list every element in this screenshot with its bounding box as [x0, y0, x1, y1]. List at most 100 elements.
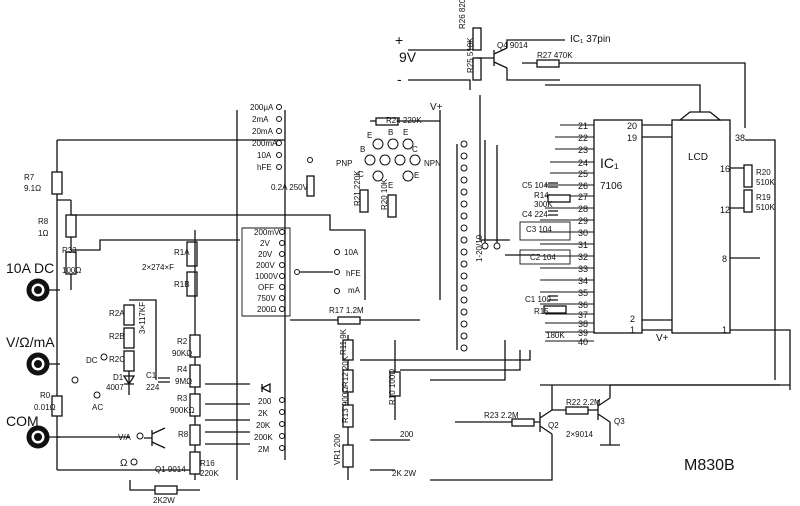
- range-200ohm[interactable]: 200Ω: [257, 305, 276, 314]
- note-200: 200: [400, 430, 414, 439]
- ic1-name: IC₁: [600, 155, 619, 171]
- com-node: [71, 376, 79, 384]
- terminal-com[interactable]: [26, 425, 50, 449]
- r25-label: R25 510K: [466, 37, 475, 73]
- potentiometer-vr1[interactable]: [342, 444, 354, 468]
- range-bot-group[interactable]: 200 2K 20K 200K 2M: [254, 397, 273, 454]
- range-200mv[interactable]: 200mV: [254, 228, 280, 237]
- range-off[interactable]: OFF: [258, 283, 274, 292]
- dc-node[interactable]: [100, 353, 108, 361]
- svg-text:20: 20: [627, 121, 637, 131]
- r2c-label: R2C: [109, 355, 125, 364]
- terminal-10a[interactable]: [26, 278, 50, 302]
- lcd-display: [671, 119, 731, 334]
- mode-ma-node[interactable]: [334, 288, 340, 294]
- svg-text:31: 31: [578, 240, 588, 250]
- battery-minus: -: [397, 71, 402, 87]
- mode-10a-node[interactable]: [334, 249, 340, 255]
- transistor-q4: [477, 47, 508, 69]
- r21-label: R21 220K: [353, 170, 362, 206]
- range-ohm-2m[interactable]: 2M: [258, 445, 269, 454]
- r8-value: 1Ω: [38, 229, 48, 238]
- r15-value: 180K: [546, 331, 565, 340]
- range-mid-group[interactable]: 200mV 2V 20V 200V 1000V OFF 750V 200Ω: [254, 228, 280, 314]
- resistor-r1a: [186, 241, 198, 267]
- svg-text:37: 37: [578, 310, 588, 320]
- r7-label: R7: [24, 173, 35, 182]
- r8t-label: R8: [178, 430, 189, 439]
- battery-plus: +: [395, 32, 403, 48]
- hfe-e-top: E: [403, 128, 408, 137]
- range-ohm-20k[interactable]: 20K: [256, 421, 271, 430]
- c1-label: C1: [146, 371, 157, 380]
- svg-text:38: 38: [578, 319, 588, 329]
- svg-text:24: 24: [578, 158, 588, 168]
- transistor-q2: [539, 385, 553, 435]
- range-1000v[interactable]: 1000V: [255, 272, 279, 281]
- r19-label: R19: [756, 193, 771, 202]
- range-ohm-200k[interactable]: 200K: [254, 433, 273, 442]
- range-20ma[interactable]: 20mA: [252, 127, 274, 136]
- capacitor-c5: [548, 182, 558, 188]
- hfe-npn-label: NPN: [424, 159, 441, 168]
- ic1-7106: [593, 119, 643, 334]
- svg-text:40: 40: [578, 337, 588, 347]
- va-node[interactable]: [136, 432, 144, 440]
- range-ohm-2k[interactable]: 2K: [258, 409, 268, 418]
- range-ohm-200[interactable]: 200: [258, 397, 272, 406]
- resistor-r23: [511, 418, 535, 427]
- range-20v[interactable]: 20V: [258, 250, 273, 259]
- mode-hfe-node[interactable]: [334, 269, 340, 275]
- svg-text:23: 23: [578, 145, 588, 155]
- hfe-e-bottom: E: [388, 181, 393, 190]
- c2-label: C2 104: [530, 253, 556, 262]
- battery-voltage: 9V: [399, 49, 417, 65]
- range-200v[interactable]: 200V: [256, 261, 275, 270]
- range-2v[interactable]: 2V: [260, 239, 270, 248]
- r4-value: 9MΩ: [175, 377, 192, 386]
- r2k2w-label: 2K2W: [153, 496, 175, 505]
- range-top-group[interactable]: 200μA 2mA 20mA 200mA 10A hFE: [250, 103, 278, 172]
- model-label: M830B: [684, 457, 735, 474]
- range-200ma[interactable]: 200mA: [252, 139, 278, 148]
- r7-value: 9.1Ω: [24, 184, 41, 193]
- note-2k2w: 2K 2W: [392, 469, 416, 478]
- c1-value: 224: [146, 383, 160, 392]
- function-switch-contacts[interactable]: [460, 140, 468, 352]
- ac-label: AC: [92, 403, 103, 412]
- r4-label: R4: [177, 365, 188, 374]
- r2b-label: R2B: [109, 332, 125, 341]
- range-200ua[interactable]: 200μA: [250, 103, 274, 112]
- ac-node[interactable]: [93, 391, 101, 399]
- range-750v[interactable]: 750V: [257, 294, 276, 303]
- r22-label: R22 2.2M: [566, 398, 601, 407]
- resistor-r16: [189, 451, 201, 475]
- hfe-socket[interactable]: [364, 138, 421, 182]
- transistor-q3: [597, 384, 780, 445]
- resistor-r11: [342, 339, 354, 361]
- c4-label: C4 224: [522, 210, 548, 219]
- note-ratio: 1-20/10: [475, 234, 484, 262]
- q3-label: Q3: [614, 417, 625, 426]
- lcd-pin-8: 8: [722, 254, 727, 264]
- vplus-top-label: V+: [430, 102, 443, 113]
- terminal-vohm-label: V/Ω/mA: [6, 334, 55, 350]
- r1a-value: 2×274×F: [142, 263, 174, 272]
- d1-label: D1: [113, 373, 124, 382]
- dc-label: DC: [86, 356, 98, 365]
- r13-label: R13 900Ω: [341, 387, 350, 423]
- mode-ma-label: mA: [348, 286, 361, 295]
- r15-label: R15: [534, 307, 549, 316]
- terminal-vohm[interactable]: [26, 352, 50, 376]
- range-2ma[interactable]: 2mA: [252, 115, 269, 124]
- r12-label: R12 20K: [341, 355, 350, 387]
- range-hfe[interactable]: hFE: [257, 163, 272, 172]
- resistor-r26: [472, 27, 482, 51]
- r33-label: R33: [62, 246, 77, 255]
- range-10a[interactable]: 10A: [257, 151, 272, 160]
- ohm-node[interactable]: [130, 458, 138, 466]
- hfe-e-left: E: [367, 131, 372, 140]
- resistor-r13: [342, 404, 354, 428]
- resistor-r3: [189, 393, 201, 417]
